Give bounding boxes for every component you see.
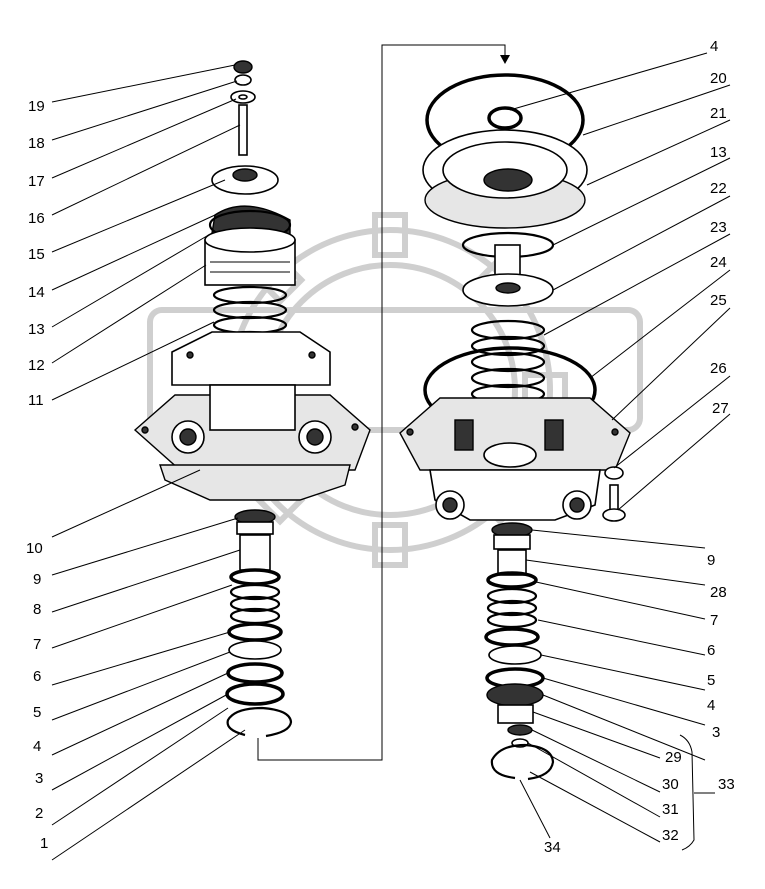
callouts-left: 19 18 17 16 15 14 13 12 11 10 9 8 7 6 5 … <box>26 98 48 852</box>
right-assembly <box>399 73 715 851</box>
callout-8: 8 <box>33 601 41 618</box>
callout-14: 14 <box>28 284 45 301</box>
callout-15: 15 <box>28 246 45 263</box>
callout-13: 13 <box>28 321 45 338</box>
callout-25: 25 <box>710 292 727 309</box>
callout-10: 10 <box>26 540 43 557</box>
callout-5: 5 <box>33 704 41 721</box>
connector-line <box>257 44 506 761</box>
callout-31: 31 <box>662 801 679 818</box>
callout-6: 6 <box>33 668 41 685</box>
callout-7-right: 7 <box>710 612 718 629</box>
left-assembly <box>133 44 510 761</box>
callout-33: 33 <box>718 776 735 793</box>
callout-18: 18 <box>28 135 45 152</box>
callout-21: 21 <box>710 105 727 122</box>
callout-6-right: 6 <box>707 642 715 659</box>
ring-5-right <box>488 645 542 665</box>
callout-23: 23 <box>710 219 727 236</box>
callout-3-right: 3 <box>712 724 720 741</box>
ring-6 <box>227 622 283 642</box>
spring-7 <box>229 568 281 625</box>
ring-4 <box>226 662 284 684</box>
callout-11: 11 <box>28 392 44 409</box>
callout-17: 17 <box>28 173 45 190</box>
snap-ring-32 <box>490 743 555 781</box>
callout-27: 27 <box>712 400 729 417</box>
washer-18 <box>234 74 252 86</box>
callout-16: 16 <box>28 210 45 227</box>
spring-7-right <box>486 571 538 629</box>
callout-7: 7 <box>33 636 41 653</box>
stem-8 <box>239 534 271 571</box>
callout-24: 24 <box>710 254 727 271</box>
washer-26 <box>604 466 624 480</box>
ring-5 <box>228 640 282 660</box>
stem-28 <box>497 549 527 576</box>
nut-19 <box>233 60 253 74</box>
callout-13-right: 13 <box>710 144 727 161</box>
bolt-27 <box>609 484 619 511</box>
callout-4-right: 4 <box>707 697 715 714</box>
callout-4-top: 4 <box>710 38 718 55</box>
callout-20: 20 <box>710 70 727 87</box>
ring-3-right <box>486 683 544 707</box>
callout-3: 3 <box>35 770 43 787</box>
callout-22: 22 <box>710 180 727 197</box>
callout-4: 4 <box>33 738 41 755</box>
callout-2: 2 <box>35 805 43 822</box>
ring-6-right <box>484 627 540 647</box>
snap-ring-2 <box>226 706 293 738</box>
callout-9: 9 <box>33 571 41 588</box>
bolt-16 <box>238 104 248 156</box>
callout-28: 28 <box>710 584 727 601</box>
callout-32: 32 <box>662 827 679 844</box>
callout-26: 26 <box>710 360 727 377</box>
callout-19: 19 <box>28 98 45 115</box>
callout-12: 12 <box>28 357 45 374</box>
valve-29 <box>497 704 534 724</box>
callout-30: 30 <box>662 776 679 793</box>
callout-5-right: 5 <box>707 672 715 689</box>
callout-9-right: 9 <box>707 552 715 569</box>
housing-25 <box>399 397 631 521</box>
brace-33 <box>679 734 695 851</box>
housing-10 <box>133 331 371 501</box>
callout-29: 29 <box>665 749 682 766</box>
valve-30 <box>507 724 533 736</box>
callouts-right: 4 20 21 13 22 23 24 25 26 27 9 28 7 6 5 … <box>544 38 735 856</box>
spring-23 <box>470 319 546 405</box>
piston-20 <box>422 129 588 229</box>
callout-1: 1 <box>40 835 48 852</box>
callout-34: 34 <box>544 839 561 856</box>
ring-3 <box>225 682 285 706</box>
leader-lines <box>51 52 731 861</box>
